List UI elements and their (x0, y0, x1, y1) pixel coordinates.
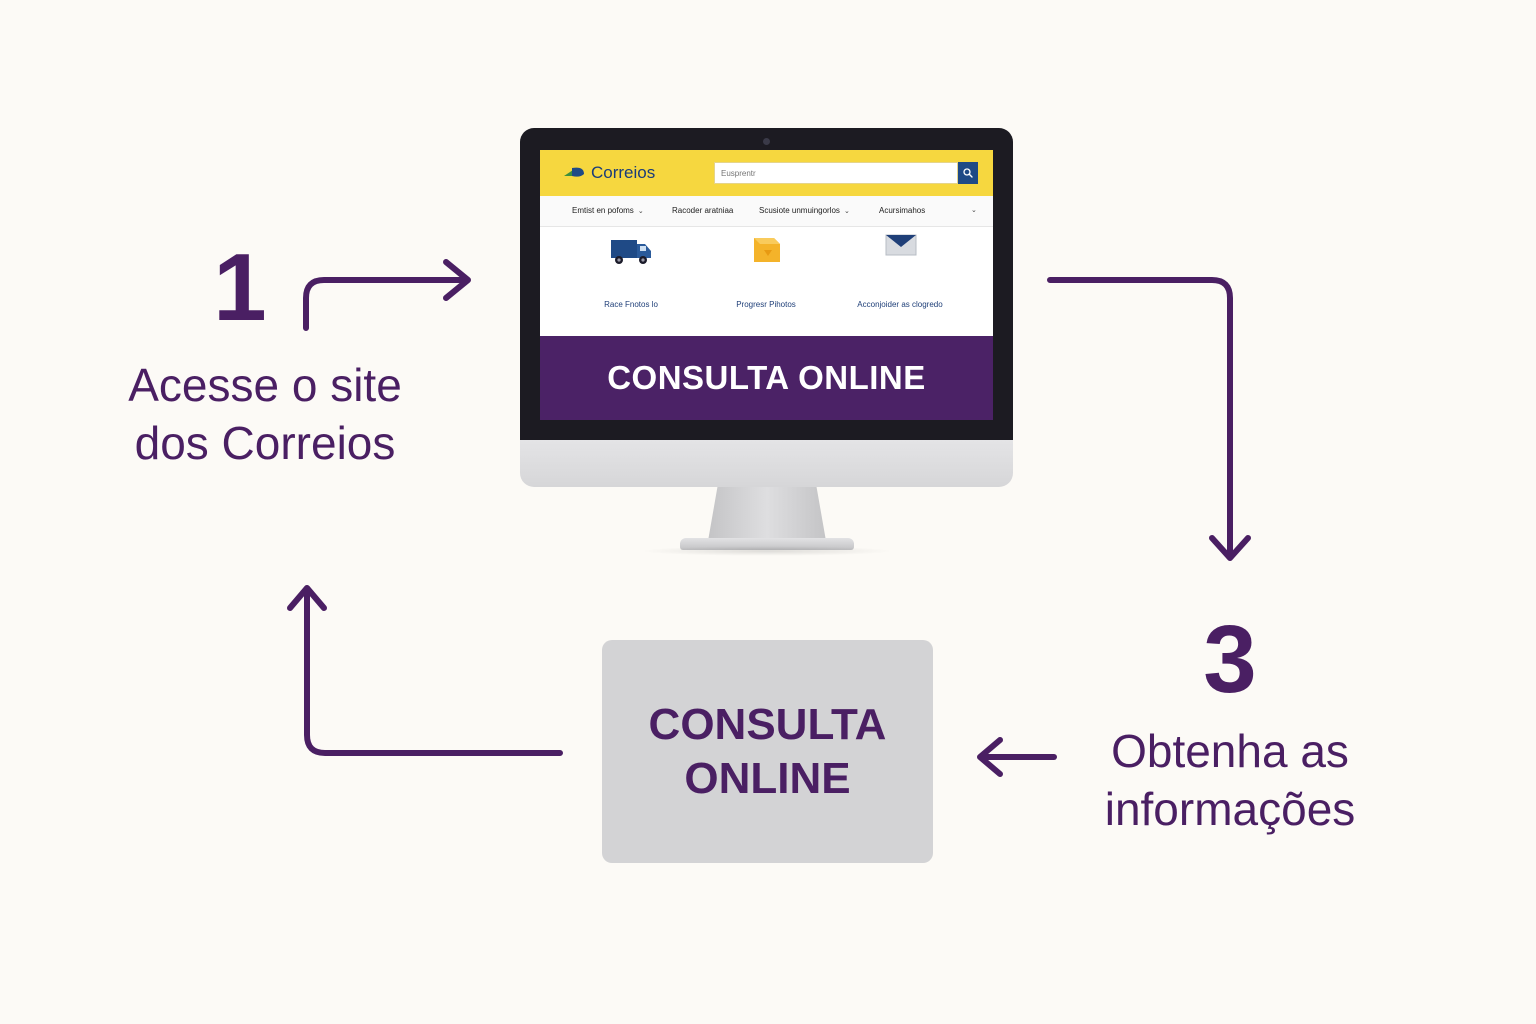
site-header: Correios (540, 150, 993, 196)
arrow-box-to-step1 (304, 587, 563, 756)
service-label: Race Fnotos lo (604, 300, 658, 309)
search-button[interactable] (958, 162, 978, 184)
step-3-number: 3 (1203, 606, 1257, 713)
monitor-chin (520, 440, 1013, 487)
nav-item-2[interactable]: Racoder aratniaa (672, 196, 733, 226)
arrowhead-up (287, 585, 327, 611)
nav-item-1[interactable]: Emtist en pofoms⌄ (572, 196, 644, 226)
step-3-text: Obtenha as informações (1104, 725, 1356, 835)
step-1-text: Acesse o site dos Correios (128, 359, 402, 469)
service-label: Progresr Pihotos (736, 300, 796, 309)
consulta-online-label: CONSULTA ONLINE (648, 699, 887, 803)
truck-icon (611, 240, 651, 264)
camera-icon (763, 138, 770, 145)
search-input[interactable] (714, 162, 958, 184)
nav-item-label: Acursimahos (879, 206, 926, 215)
desktop-monitor: Correios Emtist en pofoms⌄ Racoder aratn… (520, 128, 1013, 556)
nav-item-4[interactable]: Acursimahos (879, 196, 925, 226)
nav-item-label: Scusiote unmuingorlos (759, 206, 840, 215)
envelope-icon (885, 234, 917, 256)
monitor-screen: Correios Emtist en pofoms⌄ Racoder aratn… (540, 150, 993, 420)
service-label: Acconjoider as clogredo (857, 300, 943, 309)
arrowhead-left (977, 737, 1003, 777)
chevron-down-icon: ⌄ (843, 208, 850, 215)
chevron-down-icon[interactable]: ⌄ (971, 207, 977, 214)
banner-text: CONSULTA ONLINE (607, 359, 926, 396)
logo-text: Correios (591, 163, 656, 182)
correios-logo-icon (564, 167, 584, 177)
monitor-shadow (640, 546, 894, 556)
nav-item-3[interactable]: Scusiote unmuingorlos⌄ (759, 196, 850, 226)
monitor-bezel: Correios Emtist en pofoms⌄ Racoder aratn… (520, 128, 1013, 440)
chevron-down-icon: ⌄ (637, 208, 644, 215)
arrow-monitor-to-step3 (1047, 277, 1233, 559)
arrowhead-down (1209, 535, 1251, 561)
nav-item-label: Racoder aratniaa (672, 206, 734, 215)
consulta-online-box: CONSULTA ONLINE (602, 640, 933, 863)
monitor-stand-foot (680, 538, 854, 550)
package-icon (754, 238, 780, 262)
monitor-stand-neck (708, 487, 826, 541)
step-1-number: 1 (213, 234, 267, 341)
consulta-online-banner[interactable]: CONSULTA ONLINE (540, 336, 993, 420)
correios-logo[interactable]: Correios (562, 162, 655, 184)
arrow-step1-to-monitor (303, 277, 469, 331)
arrowhead-right (443, 259, 471, 301)
nav-item-label: Emtist en pofoms (572, 206, 634, 215)
site-nav: Emtist en pofoms⌄ Racoder aratniaa Scusi… (540, 196, 993, 227)
search-icon (963, 168, 973, 178)
